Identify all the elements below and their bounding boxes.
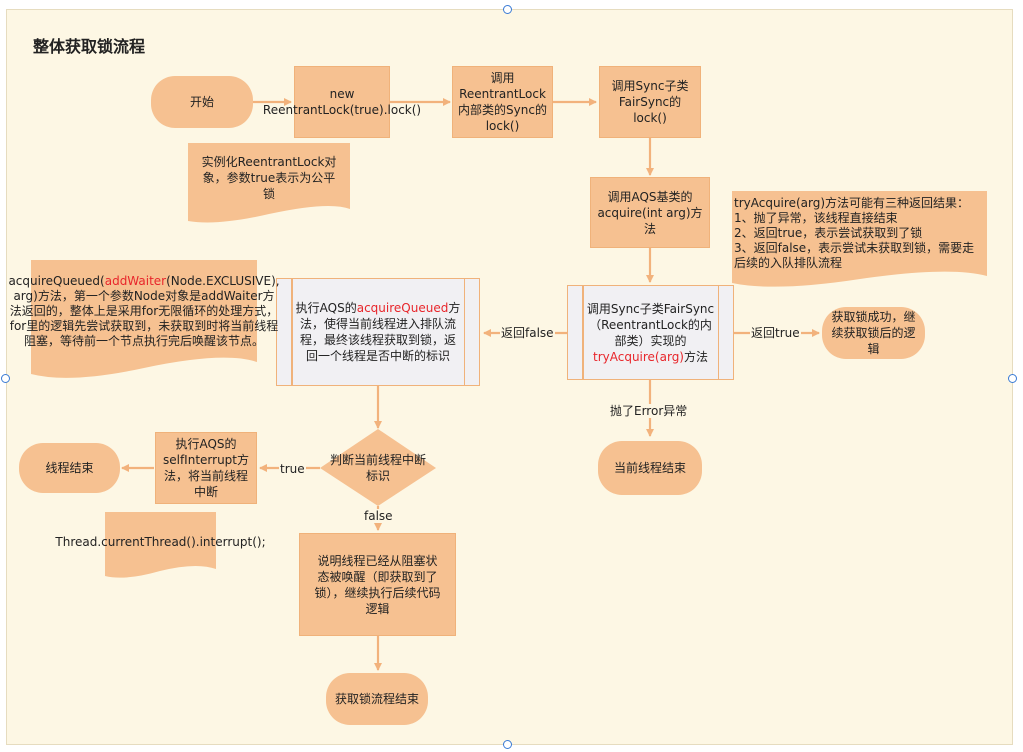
current-thread-end-node[interactable]: 当前线程结束 bbox=[598, 441, 702, 495]
call-acquire-node[interactable]: 调用AQS基类的acquire(int arg)方法 bbox=[590, 177, 710, 248]
new-lock-node[interactable]: new ReentrantLock(true).lock() bbox=[263, 66, 421, 138]
woken-up-node[interactable]: 说明线程已经从阻塞状态被唤醒（即获取到了锁），继续执行后续代码逻辑 bbox=[299, 533, 456, 636]
note-tryacquire[interactable]: tryAcquire(arg)方法可能有三种返回结果： 1、抛了异常，该线程直接… bbox=[734, 196, 975, 270]
acquire-queued-method: acquireQueued bbox=[356, 301, 449, 315]
page-title: 整体获取锁流程 bbox=[33, 37, 146, 56]
note-instantiate[interactable]: 实例化ReentrantLock对象，参数true表示为公平锁 bbox=[201, 155, 337, 201]
resize-handle-left[interactable] bbox=[1, 374, 10, 383]
note-interrupt-shape bbox=[105, 512, 216, 578]
finish-node[interactable]: 获取锁流程结束 bbox=[326, 673, 428, 725]
resize-handle-top[interactable] bbox=[503, 5, 512, 14]
edge-label-throw-error: 抛了Error异常 bbox=[609, 404, 689, 418]
decision-node[interactable]: 判断当前线程中断标识 bbox=[330, 453, 427, 483]
note-queued-prefix: acquireQueued( bbox=[8, 273, 105, 288]
call-fairsync-node[interactable]: 调用Sync子类FairSync的lock() bbox=[599, 66, 701, 138]
note-queued-method: addWaiter bbox=[104, 273, 167, 288]
resize-handle-bottom[interactable] bbox=[503, 740, 512, 749]
acquire-queued-node[interactable]: 执行AQS的acquireQueued方法，使得当前线程进入排队流程，最终该线程… bbox=[276, 278, 480, 386]
try-acquire-method: tryAcquire(arg) bbox=[592, 349, 684, 364]
acquire-queued-prefix: 执行AQS的 bbox=[295, 301, 357, 315]
edge-label-return-true: 返回true bbox=[750, 326, 801, 340]
note-queued-shape bbox=[31, 260, 257, 378]
self-interrupt-node[interactable]: 执行AQS的selfInterrupt方法，将当前线程中断 bbox=[155, 432, 257, 504]
acquire-success-node[interactable]: 获取锁成功，继续获取锁后的逻辑 bbox=[822, 307, 925, 359]
resize-handle-right[interactable] bbox=[1008, 374, 1017, 383]
decision-diamond bbox=[320, 429, 436, 506]
acquire-queued-text: 方法，使得当前线程进入排队流程，最终该线程获取到锁，返回一个线程是否中断的标识 bbox=[299, 301, 461, 363]
note-queued-text: (Node.EXCLUSIVE), arg)方法，第一个参数Node对象是add… bbox=[9, 273, 280, 348]
note-interrupt[interactable]: Thread.currentThread().interrupt(); bbox=[55, 535, 266, 549]
start-node[interactable]: 开始 bbox=[151, 76, 253, 128]
edge-label-true: true bbox=[279, 462, 306, 476]
try-acquire-text: 调用Sync子类FairSync（ReentrantLock的内部类）实现的 bbox=[586, 301, 715, 348]
thread-end-node[interactable]: 线程结束 bbox=[19, 443, 120, 493]
try-acquire-suffix: 方法 bbox=[684, 349, 709, 364]
edge-label-return-false: 返回false bbox=[500, 326, 555, 340]
note-tryacquire-shape bbox=[732, 191, 987, 287]
note-acquire-queued[interactable]: acquireQueued(addWaiter(Node.EXCLUSIVE),… bbox=[8, 263, 279, 359]
call-inner-sync-node[interactable]: 调用ReentrantLock内部类的Sync的lock() bbox=[452, 66, 553, 138]
edge-label-false: false bbox=[363, 509, 394, 523]
note-instantiate-shape bbox=[188, 143, 350, 223]
try-acquire-node[interactable]: 调用Sync子类FairSync（ReentrantLock的内部类）实现的tr… bbox=[567, 285, 734, 380]
